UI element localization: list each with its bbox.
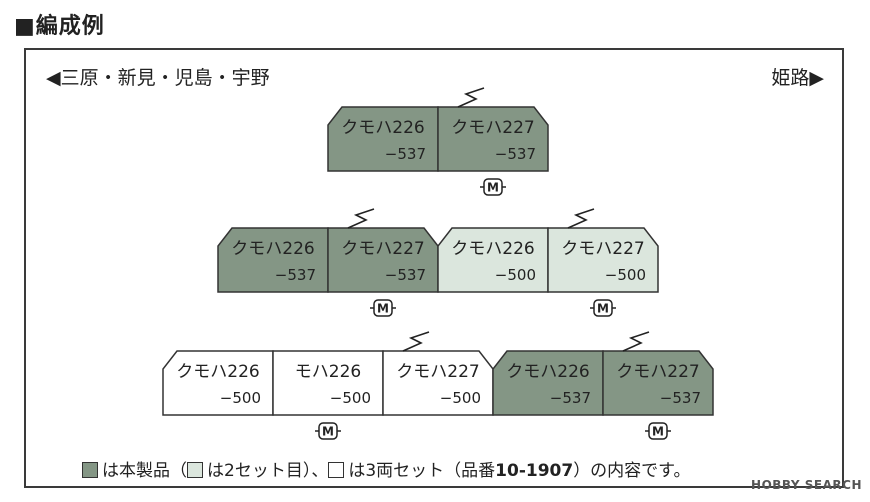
- pantograph-icon: [457, 87, 485, 108]
- car-name: クモハ226: [451, 239, 534, 259]
- legend-swatch-white: [328, 462, 345, 478]
- car-name: クモハ227: [451, 118, 534, 138]
- car-name: クモハ226: [176, 362, 259, 382]
- car-number: −537: [385, 145, 426, 163]
- car-body: [437, 106, 549, 172]
- car-name: クモハ226: [506, 362, 589, 382]
- pantograph-icon: [402, 331, 430, 352]
- car-name: クモハ227: [341, 239, 424, 259]
- car-number: −500: [330, 389, 371, 407]
- pantograph-icon: [347, 208, 375, 229]
- car-name: クモハ227: [616, 362, 699, 382]
- legend-text-2: は2セット目）、: [207, 461, 329, 481]
- car-number: −537: [385, 266, 426, 284]
- car-body: [547, 227, 659, 293]
- car-body: [437, 227, 549, 293]
- car-number: −500: [605, 266, 646, 284]
- car-body: [602, 350, 714, 416]
- legend-swatch-dark: [82, 462, 98, 478]
- car-name: クモハ227: [561, 239, 644, 259]
- section-title: ■編成例: [14, 14, 105, 39]
- diagram-frame: [24, 48, 844, 488]
- car-name: モハ226: [295, 362, 361, 382]
- legend-text-1: は本製品（: [102, 461, 187, 481]
- car-body: [217, 227, 329, 293]
- motor-label: M: [652, 425, 664, 439]
- car-body: [492, 350, 604, 416]
- legend-product-code: 10-1907: [495, 461, 574, 481]
- car-number: −537: [495, 145, 536, 163]
- car-number: −500: [495, 266, 536, 284]
- car-body: [162, 350, 274, 416]
- car-name: クモハ226: [341, 118, 424, 138]
- pantograph-icon: [622, 331, 650, 352]
- car-number: −537: [660, 389, 701, 407]
- motor-label: M: [487, 181, 499, 195]
- watermark: HOBBY SEARCH: [751, 478, 862, 492]
- motor-label: M: [597, 302, 609, 316]
- car-name: クモハ226: [231, 239, 314, 259]
- legend-swatch-light: [187, 462, 203, 478]
- car-body: [327, 106, 439, 172]
- direction-left-label: ◀三原・新見・児島・宇野: [46, 67, 270, 89]
- motor-label: M: [377, 302, 389, 316]
- car-number: −500: [440, 389, 481, 407]
- car-number: −500: [220, 389, 261, 407]
- car-number: −537: [275, 266, 316, 284]
- legend-text-3: は3両セット（品番: [348, 461, 496, 481]
- legend: は本製品（ は2セット目）、は3両セット（品番10-1907）の内容です。: [82, 456, 691, 481]
- motor-label: M: [322, 425, 334, 439]
- pantograph-icon: [567, 208, 595, 229]
- car-name: クモハ227: [396, 362, 479, 382]
- car-number: −537: [550, 389, 591, 407]
- direction-right-label: 姫路▶: [771, 67, 824, 89]
- legend-text-4: ）の内容です。: [573, 461, 691, 481]
